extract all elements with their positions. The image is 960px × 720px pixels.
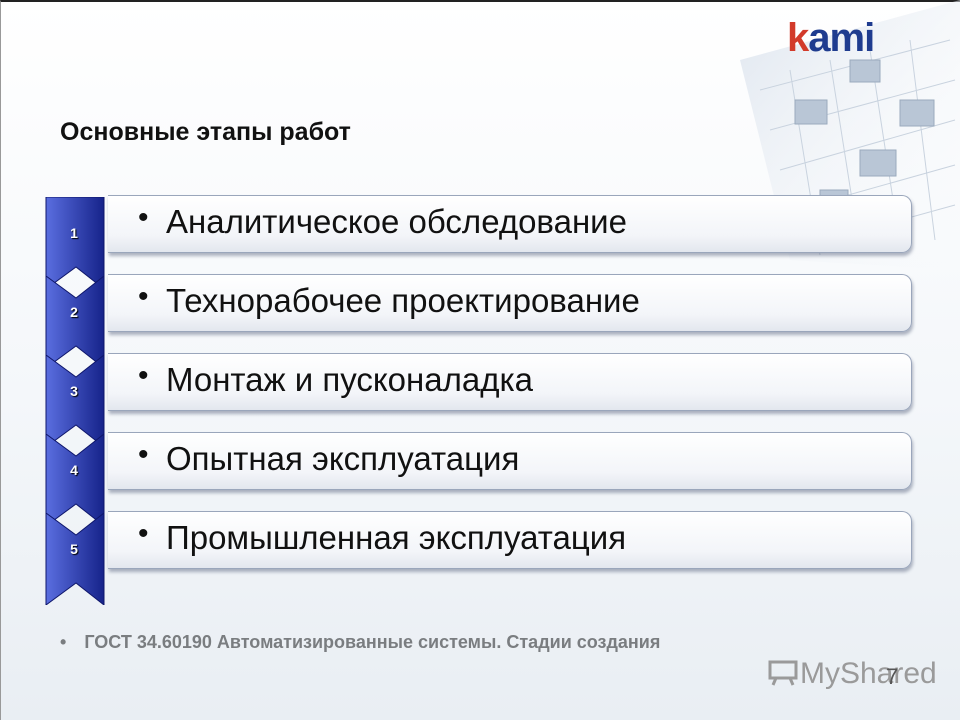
step-chevron-1: 1 xyxy=(44,197,108,289)
step-number: 2 xyxy=(70,304,78,320)
bullet-icon: • xyxy=(60,632,67,652)
step-bar-2: • Технорабочее проектирование xyxy=(108,274,912,332)
step-number: 5 xyxy=(70,541,78,557)
step-number: 1 xyxy=(70,225,78,241)
slide-title: Основные этапы работ xyxy=(60,118,351,146)
step-bar-5: • Промышленная эксплуатация xyxy=(108,511,912,569)
step-chevron-3: 3 xyxy=(44,355,108,447)
steps-list: 1 • Аналитическое обследование 2 • Техно… xyxy=(44,195,912,605)
bullet-icon: • xyxy=(138,359,149,392)
page-number: 7 xyxy=(886,664,899,689)
step-text: Аналитическое обследование xyxy=(166,203,627,240)
step-number: 3 xyxy=(70,383,78,399)
step-text: Монтаж и пусконаладка xyxy=(166,361,533,398)
gost-footnote: • ГОСТ 34.60190 Автоматизированные систем… xyxy=(60,632,660,653)
step-chevron-2: 2 xyxy=(44,276,108,368)
step-number: 4 xyxy=(70,462,78,478)
step-chevron-4: 4 xyxy=(44,434,108,526)
watermark-text: MyShared xyxy=(800,657,937,690)
step-text: Опытная эксплуатация xyxy=(166,440,520,477)
logo-letter-k: k xyxy=(787,16,809,60)
step-chevron-5: 5 xyxy=(44,513,108,605)
projector-icon xyxy=(768,660,798,686)
step-bar-1: • Аналитическое обследование xyxy=(108,195,912,253)
bullet-icon: • xyxy=(138,517,149,550)
kami-logo: kami xyxy=(787,16,875,61)
myshared-watermark: MyShared xyxy=(768,657,937,691)
footnote-text: ГОСТ 34.60190 Автоматизированные системы… xyxy=(84,632,661,652)
bullet-icon: • xyxy=(138,280,149,313)
step-text: Технорабочее проектирование xyxy=(166,282,640,319)
step-bar-3: • Монтаж и пусконаладка xyxy=(108,353,912,411)
bullet-icon: • xyxy=(138,201,149,234)
bullet-icon: • xyxy=(138,438,149,471)
step-bar-4: • Опытная эксплуатация xyxy=(108,432,912,490)
step-text: Промышленная эксплуатация xyxy=(166,519,627,556)
logo-text: ami xyxy=(808,16,875,60)
